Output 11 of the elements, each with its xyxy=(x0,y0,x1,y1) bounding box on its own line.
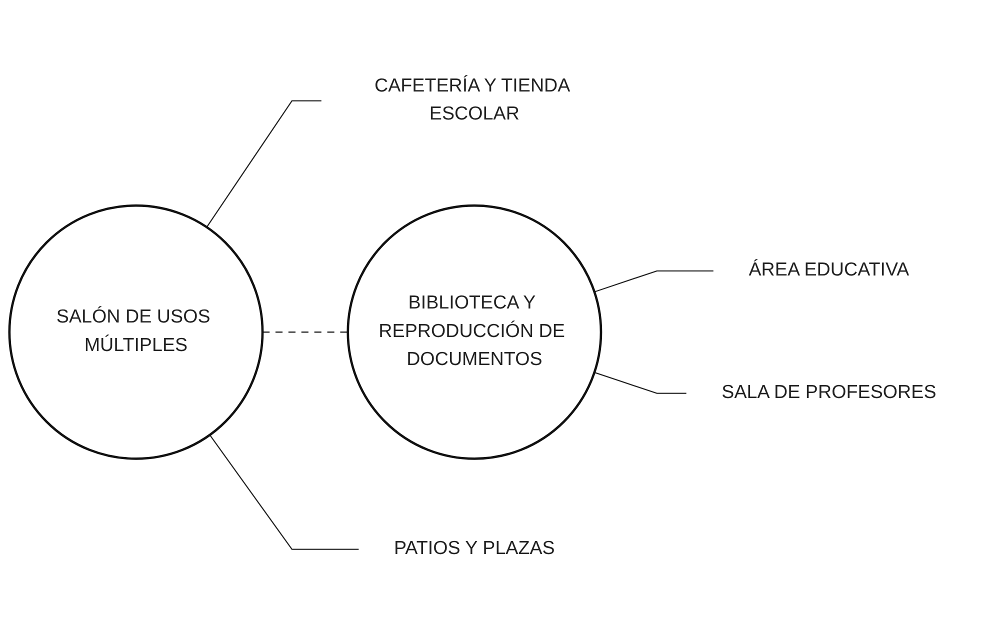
connector xyxy=(594,270,714,292)
connector xyxy=(209,434,359,550)
node-circle: SALÓN DE USOS MÚLTIPLES xyxy=(8,204,264,460)
node-text: CAFETERÍA Y TIENDA ESCOLAR xyxy=(374,76,570,124)
connector xyxy=(262,332,348,333)
node-text: PATIOS Y PLAZAS xyxy=(394,538,555,559)
connector xyxy=(206,100,322,228)
node-text: SALA DE PROFESORES xyxy=(722,382,936,403)
node-text: ÁREA EDUCATIVA xyxy=(748,260,910,280)
node-circle: BIBLIOTECA Y REPRODUCCIÓN DE DOCUMENTOS xyxy=(346,204,602,460)
connector xyxy=(594,372,686,394)
